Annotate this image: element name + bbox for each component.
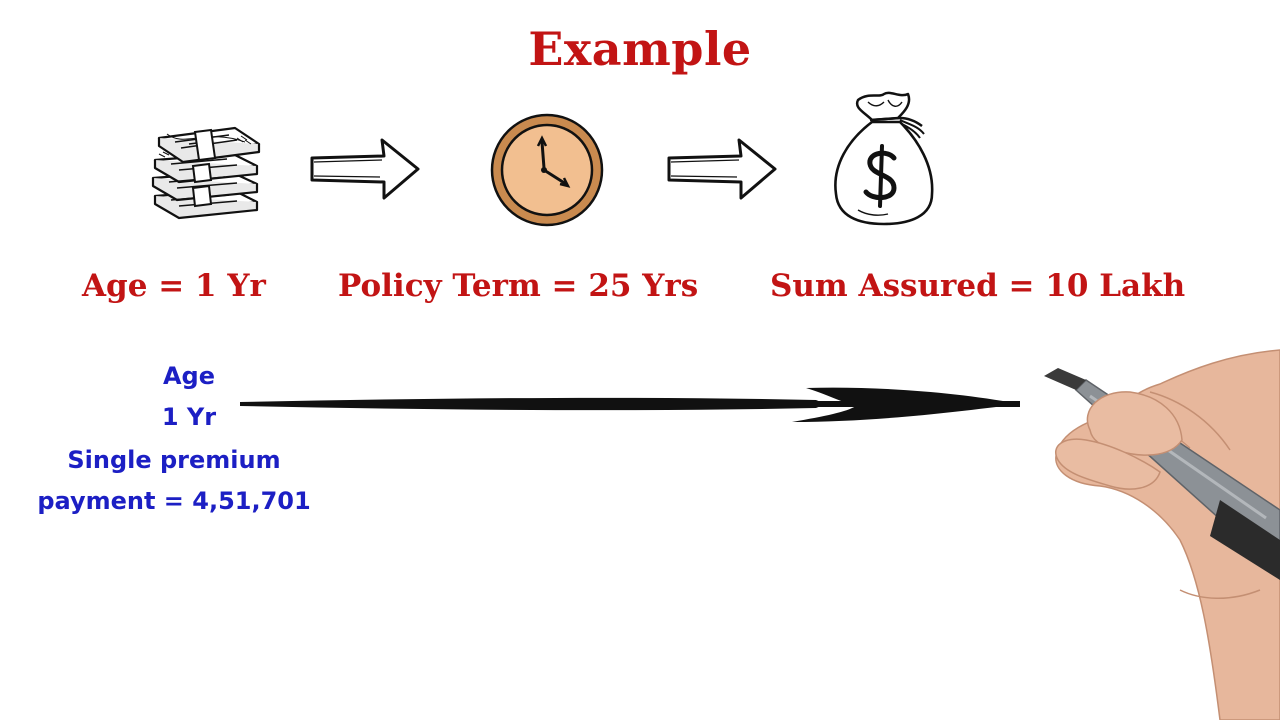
policy-term-label: Policy Term = 25 Yrs [338,268,699,304]
note-age-value: 1 Yr [161,403,217,431]
note-age: Age [162,362,216,390]
page-title: Example [528,22,752,76]
note-premium-value: payment = 4,51,701 [37,487,311,515]
age-label: Age = 1 Yr [82,268,266,304]
note-premium-title: Single premium [67,446,281,474]
timeline-arrow [236,378,1026,428]
money-stack-icon [145,118,263,230]
clock-icon [486,110,608,232]
money-bag-icon [828,90,938,230]
right-arrow-icon [308,136,424,202]
sum-assured-label: Sum Assured = 10 Lakh [770,268,1186,304]
hand-marker-image [1030,340,1280,720]
right-arrow-icon [665,136,781,202]
